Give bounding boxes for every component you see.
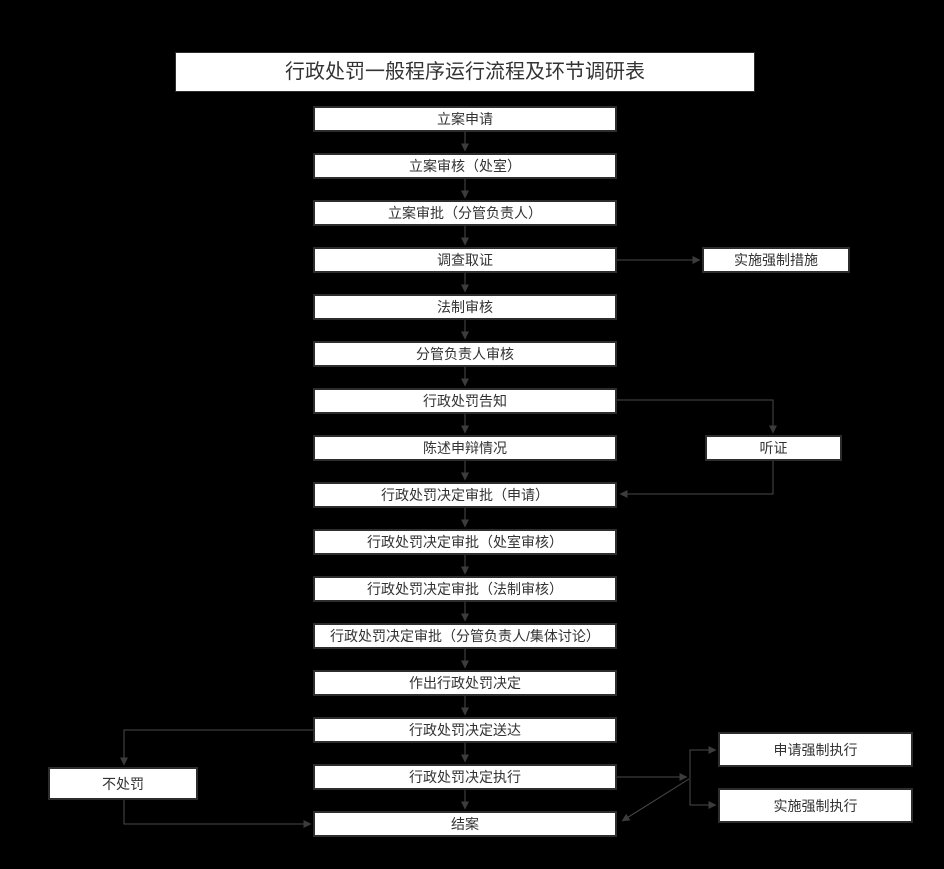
flow-node-jue-ding-song-da: 行政处罚决定送达 (313, 717, 617, 743)
flow-edge-song-da-to-bu-chu-fa (120, 729, 313, 766)
diagram-title: 行政处罚一般程序运行流程及环节调研表 (175, 52, 755, 92)
flow-node-jue-ding-shen-pi-ji-ti: 行政处罚决定审批（分管负责人/集体讨论） (313, 623, 617, 649)
flow-node-bu-chu-fa: 不处罚 (48, 767, 198, 800)
flow-node-zuo-chu-jue-ding: 作出行政处罚决定 (313, 670, 617, 696)
flow-node-diao-cha-qu-zheng: 调查取证 (313, 247, 617, 273)
flow-node-fen-guan-shen-he: 分管负责人审核 (313, 341, 617, 367)
flow-node-fa-zhi-shen-he: 法制审核 (313, 294, 617, 320)
flow-node-shi-shi-qiang-zhi-zhi-xing: 实施强制执行 (718, 788, 913, 823)
flow-node-jue-ding-shen-pi-chu-shi: 行政处罚决定审批（处室审核） (313, 529, 617, 555)
flow-node-li-an-shen-he: 立案审核（处室） (313, 153, 617, 179)
flow-edge-gao-zhi-to-ting-zheng (617, 399, 777, 434)
flow-node-jue-ding-shen-pi-fa-zhi: 行政处罚决定审批（法制审核） (313, 576, 617, 602)
flow-node-chu-fa-gao-zhi: 行政处罚告知 (313, 388, 617, 414)
flow-edge-ting-zheng-to-shen-pi-shen-qing (619, 461, 774, 498)
flow-node-ting-zheng: 听证 (705, 435, 842, 461)
flow-node-jue-ding-shen-pi-shen-qing: 行政处罚决定审批（申请） (313, 482, 617, 508)
flow-node-li-an-shen-pi: 立案审批（分管负责人） (313, 200, 617, 226)
flow-edge-junction-to-shen-qing-qiang-zhi (689, 746, 717, 777)
flow-node-jue-ding-zhi-xing: 行政处罚决定执行 (313, 764, 617, 790)
flow-node-shen-qing-qiang-zhi-zhi-xing: 申请强制执行 (718, 732, 913, 767)
flow-edge-junction-to-shi-shi-qiang-zhi (689, 777, 717, 809)
flow-node-shi-shi-qiang-zhi-cuo-shi: 实施强制措施 (702, 247, 850, 273)
flow-node-li-an-shen-qing: 立案申请 (313, 106, 617, 132)
flow-edge-junction-to-jie-an-diagonal (621, 778, 690, 822)
flow-node-chen-shu-shen-bian: 陈述申辩情况 (313, 435, 617, 461)
flow-edge-bu-chu-fa-to-jie-an (123, 800, 312, 828)
flow-node-jie-an: 结案 (313, 811, 617, 837)
